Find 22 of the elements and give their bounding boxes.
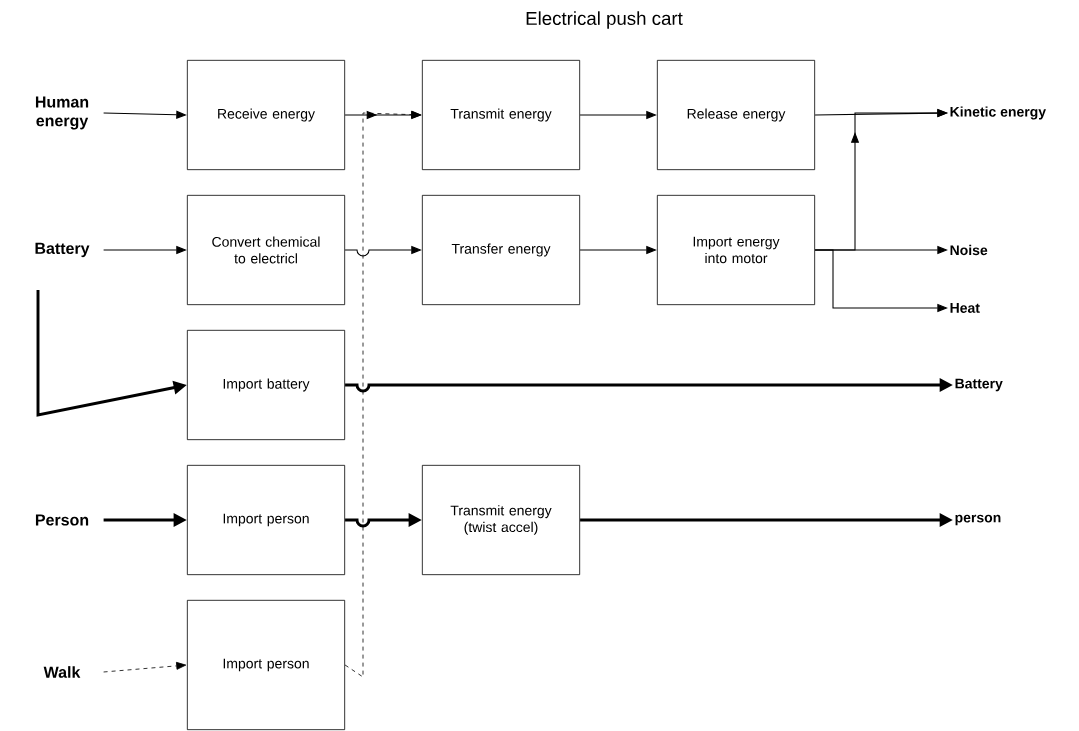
process-box: Transfer energy: [421, 194, 581, 306]
input-label: Person: [35, 514, 89, 526]
input-label: Human energy: [35, 96, 89, 130]
process-box: Release energy: [656, 59, 816, 171]
process-box: Receive energy: [186, 59, 346, 171]
process-box: Import battery: [186, 329, 346, 441]
process-box: Transmit energy: [421, 59, 581, 171]
title: Electrical push cart: [526, 11, 683, 29]
input-label: Walk: [43, 666, 81, 678]
output-label: Noise: [950, 244, 988, 256]
output-label: Heat: [950, 303, 980, 313]
process-box: Import person: [186, 464, 346, 576]
process-box: Import person: [186, 599, 346, 731]
process-box: Transmit energy (twist accel): [421, 464, 581, 576]
output-label: person: [955, 514, 1001, 526]
process-box: Convert chemical to electricl: [186, 194, 346, 306]
arrow: [103, 661, 187, 673]
arrow: [344, 110, 422, 678]
output-label: Kinetic energy: [950, 106, 1046, 120]
process-box: Import energy into motor: [656, 194, 816, 306]
output-label: Battery: [955, 378, 1003, 392]
input-label: Battery: [35, 242, 90, 258]
